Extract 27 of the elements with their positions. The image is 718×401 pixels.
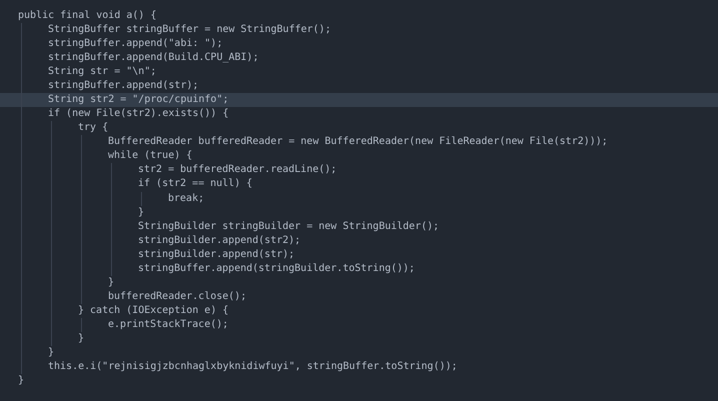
code-line: stringBuffer.append(Build.CPU_ABI); xyxy=(48,51,259,66)
code-line: } catch (IOException e) { xyxy=(78,304,229,318)
code-line: String str = "\n"; xyxy=(48,65,156,80)
code-line: if (str2 == null) { xyxy=(138,177,252,192)
code-line: e.printStackTrace(); xyxy=(108,318,228,332)
code-line: stringBuffer.append(str); xyxy=(48,79,199,94)
code-line: } xyxy=(78,332,84,346)
code-line: stringBuffer.append(stringBuilder.toString()); xyxy=(138,262,415,276)
code-line: try { xyxy=(78,121,108,136)
code-line: stringBuffer.append("abi: "); xyxy=(48,37,223,52)
code-line: } xyxy=(18,374,24,388)
code-line: break; xyxy=(168,192,204,206)
code-line: this.e.i("rejnisigjzbcnhaglxbyknidiwfuyi", stringBuffer.toString()); xyxy=(48,360,458,374)
code-line: } xyxy=(138,206,144,220)
code-line: BufferedReader bufferedReader = new BufferedReader(new FileReader(new File(str2))); xyxy=(108,135,608,150)
code-line: if (new File(str2).exists()) { xyxy=(48,107,229,122)
code-line: while (true) { xyxy=(108,149,192,164)
code-line: } xyxy=(108,276,114,290)
code-line: public final void a() { xyxy=(18,9,156,23)
code-line: String str2 = "/proc/cpuinfo"; xyxy=(48,93,229,108)
code-line: StringBuilder stringBuilder = new StringBuilder(); xyxy=(138,220,440,234)
code-line: stringBuilder.append(str2); xyxy=(138,234,301,248)
code-line: stringBuilder.append(str); xyxy=(138,248,295,262)
code-line: bufferedReader.close(); xyxy=(108,290,246,304)
code-line: str2 = bufferedReader.readLine(); xyxy=(138,163,337,178)
code-line: StringBuffer stringBuffer = new StringBuffer(); xyxy=(48,23,331,38)
code-line: } xyxy=(48,346,54,360)
